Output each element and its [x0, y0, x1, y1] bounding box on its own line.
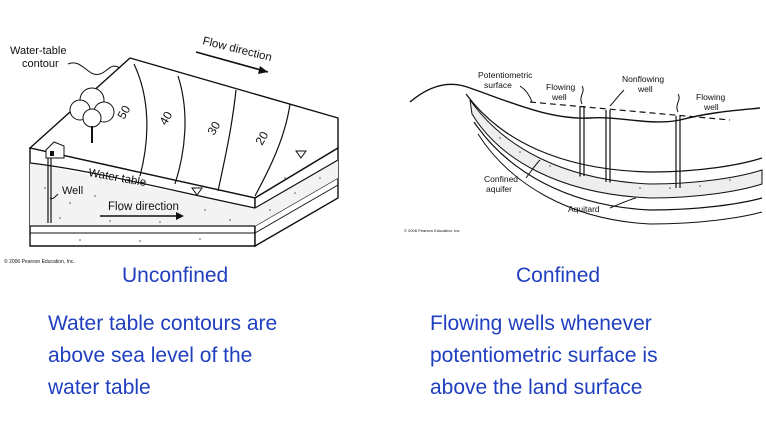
label-nonflowing-well: well	[637, 84, 653, 94]
label-potentiometric-surface: Potentiometric	[478, 70, 533, 80]
confined-aquifer-band	[469, 99, 763, 199]
land-surface-line	[409, 83, 761, 123]
description-line: water table	[48, 376, 151, 399]
bedrock-boundary	[477, 133, 763, 225]
side-layer-line	[254, 184, 339, 234]
nonflowing-well-icon	[605, 110, 611, 182]
label-potentiometric-surface: surface	[484, 80, 512, 90]
side-aquifer-stipple	[255, 160, 338, 226]
leader-aquitard	[609, 197, 637, 209]
label-aquitard: Aquitard	[568, 204, 600, 214]
contour-label-leader	[67, 62, 121, 75]
label-copyright-left: © 2006 Pearson Education, Inc.	[4, 258, 75, 265]
label-flowing-well: well	[551, 92, 567, 102]
front-aquifer-stipple	[30, 163, 255, 226]
label-contour-20: 20	[252, 129, 271, 148]
description-line: above sea level of the	[48, 344, 253, 367]
contour-line-40	[174, 75, 186, 185]
label-contour-40: 40	[156, 109, 175, 128]
flow-arrow-top	[195, 51, 269, 74]
confined-aquifer-diagram: Potentiometric surface Flowing well Nonf…	[404, 70, 763, 233]
contour-line-50	[133, 63, 148, 177]
water-table-line	[29, 162, 256, 209]
description-line: Flowing wells whenever	[430, 312, 652, 335]
aquitard-upper-boundary	[465, 93, 763, 173]
label-flowing-well-right: well	[703, 102, 719, 112]
leader-potentiometric	[519, 85, 533, 103]
label-flow-direction-bottom: Flow direction	[108, 201, 179, 213]
label-copyright-right: © 2006 Pearson Education, Inc.	[404, 228, 461, 233]
unconfined-description: Water table contours are above sea level…	[48, 308, 368, 404]
label-confined-aquifer: Confined	[484, 174, 518, 184]
well-label-leader	[49, 193, 59, 200]
flowing-well-left-icon	[579, 85, 585, 176]
well-icon	[47, 158, 52, 223]
contour-line-20	[254, 103, 291, 197]
label-flowing-well: Flowing	[546, 82, 576, 92]
label-contour-50: 50	[114, 103, 133, 122]
water-table-marker-icon	[295, 150, 307, 159]
aquitard-lower-boundary	[473, 121, 763, 211]
label-confined-aquifer: aquifer	[486, 184, 512, 194]
description-line: above the land surface	[430, 376, 643, 399]
label-flowing-well-right: Flowing	[696, 92, 726, 102]
house-icon	[45, 141, 65, 159]
aquifer-stipple-dots	[499, 137, 731, 189]
label-water-table-contour: contour	[22, 58, 59, 70]
label-contour-30: 30	[204, 119, 223, 138]
water-table-marker-icon	[191, 187, 203, 196]
description-line: potentiometric surface is	[430, 344, 658, 367]
water-table-line-side	[254, 159, 339, 209]
contour-line-30	[217, 89, 237, 192]
leader-confined-aquifer	[525, 159, 541, 179]
unconfined-aquifer-diagram: Water-table contour Flow direction 50 40…	[4, 35, 339, 265]
tree-icon	[69, 87, 115, 143]
label-well: Well	[62, 185, 83, 197]
confined-description: Flowing wells whenever potentiometric su…	[430, 308, 760, 404]
label-water-table-contour: Water-table	[10, 45, 66, 57]
flow-arrow-bottom	[100, 212, 184, 220]
label-nonflowing-well: Nonflowing	[622, 74, 664, 84]
potentiometric-surface-line	[529, 101, 731, 121]
confined-heading: Confined	[516, 264, 601, 287]
unconfined-heading: Unconfined	[122, 264, 229, 287]
leader-nonflowing	[609, 89, 625, 107]
flowing-well-right-icon	[675, 93, 681, 188]
description-line: Water table contours are	[48, 312, 278, 335]
label-flow-direction-top: Flow direction	[201, 35, 273, 64]
